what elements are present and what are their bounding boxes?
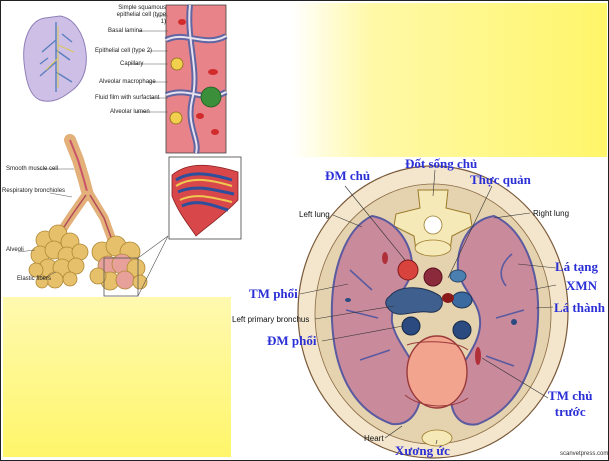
label-dm-phoi: ĐM phổi [267,333,316,349]
label-tm-phoi: TM phổi [249,286,298,302]
label-right-lung: Right lung [533,209,569,218]
credit-text: scanvetpress.com [560,451,608,457]
label-tm-chu-truoc: TM chủ trước [548,388,592,420]
label-left-lung: Left lung [299,210,330,219]
label-la-thanh: Lá thành [554,300,605,316]
label-xuong-uc: Xương ức [395,443,450,459]
label-thuc-quan: Thực quản [470,172,531,188]
label-dm-chu: ĐM chủ [325,168,370,184]
label-dot-song-chu: Đốt sống chủ [405,156,477,172]
label-la-tang: Lá tạng [555,259,598,275]
label-left-primary-bronchus: Left primary bronchus [232,315,309,324]
label-heart: Heart [364,434,384,443]
label-xmn: XMN [566,278,597,294]
